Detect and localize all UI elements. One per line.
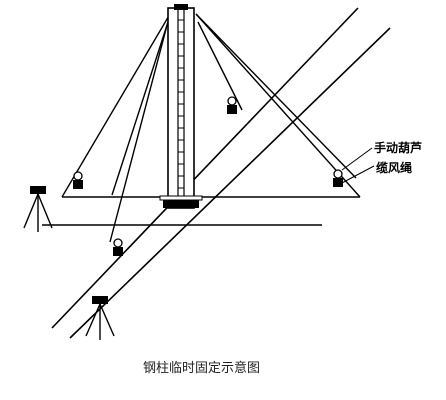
label-guy-rope: 缆风绳: [376, 160, 412, 175]
steel-column: [159, 4, 203, 209]
guy-ropes: [61, 13, 361, 243]
hoist-left: [73, 171, 83, 189]
leader-lines: [339, 147, 375, 185]
theodolite-bottom: [85, 296, 115, 340]
diagonal-rails: [51, 7, 391, 339]
theodolite-left: [23, 186, 53, 232]
figure-caption: 钢柱临时固定示意图: [143, 360, 260, 376]
hoist-right: [333, 169, 343, 187]
hoist-middle: [227, 96, 237, 114]
hoist-lower: [113, 238, 123, 256]
ground-lines: [42, 196, 360, 226]
label-hoist: 手动葫芦: [374, 140, 422, 155]
